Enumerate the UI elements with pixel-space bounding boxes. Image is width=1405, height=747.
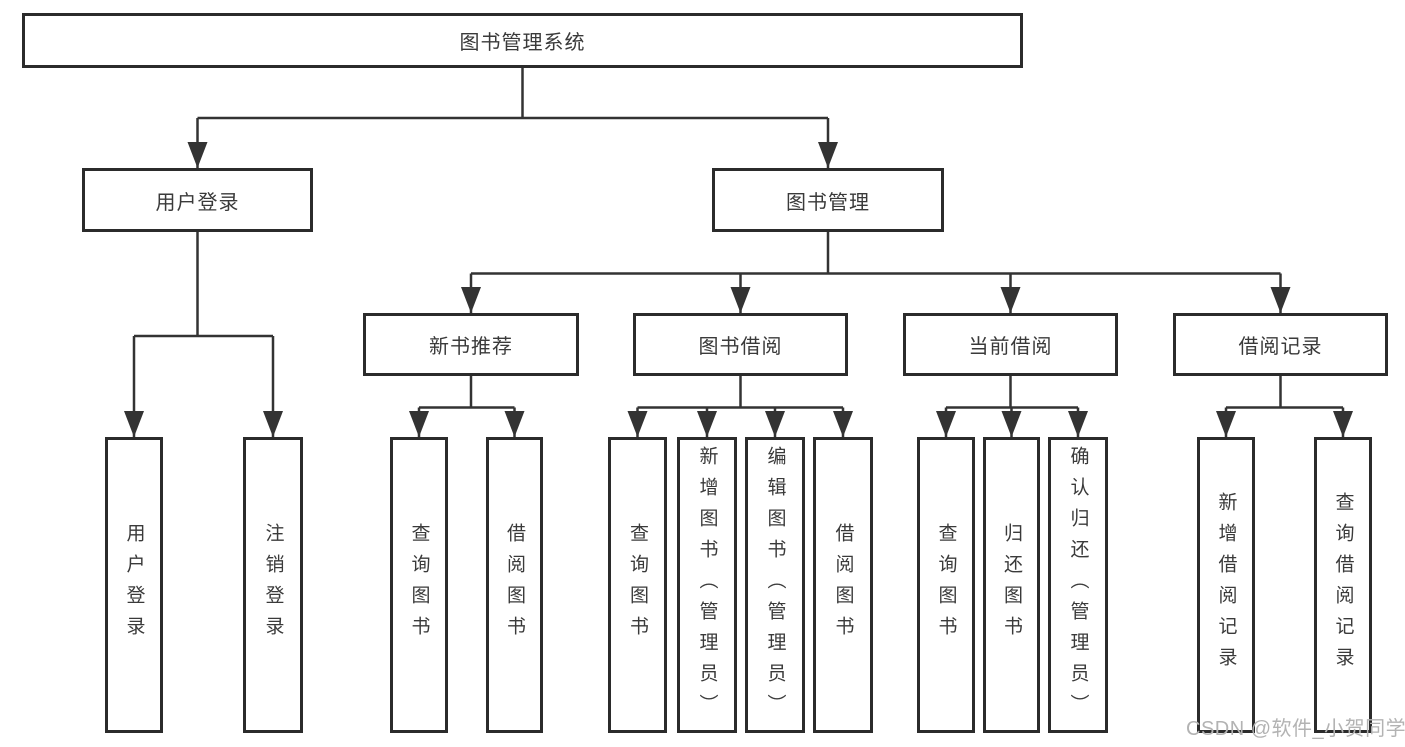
node-bb-query-books: 查询图书 [608, 437, 667, 733]
node-new-book-recommend: 新书推荐 [363, 313, 579, 376]
node-current-borrow: 当前借阅 [903, 313, 1118, 376]
node-logout: 注销登录 [243, 437, 303, 733]
node-bb-borrow-books: 借阅图书 [813, 437, 873, 733]
node-cb-confirm-return: 确认归还（管理员） [1048, 437, 1108, 733]
node-book-borrow: 图书借阅 [633, 313, 848, 376]
node-br-query-record: 查询借阅记录 [1314, 437, 1372, 733]
node-rec-borrow-books: 借阅图书 [486, 437, 543, 733]
node-cb-return-books: 归还图书 [983, 437, 1040, 733]
node-br-add-record: 新增借阅记录 [1197, 437, 1255, 733]
node-login: 用户登录 [105, 437, 163, 733]
node-rec-query-books: 查询图书 [390, 437, 448, 733]
node-bb-edit-books: 编辑图书（管理员） [745, 437, 805, 733]
node-borrow-records: 借阅记录 [1173, 313, 1388, 376]
node-root: 图书管理系统 [22, 13, 1023, 68]
csdn-watermark: CSDN @软件_小贺同学 [1186, 718, 1405, 740]
node-book-management: 图书管理 [712, 168, 944, 232]
node-bb-add-books: 新增图书（管理员） [677, 437, 737, 733]
node-cb-query-books: 查询图书 [917, 437, 975, 733]
node-user-login: 用户登录 [82, 168, 313, 232]
